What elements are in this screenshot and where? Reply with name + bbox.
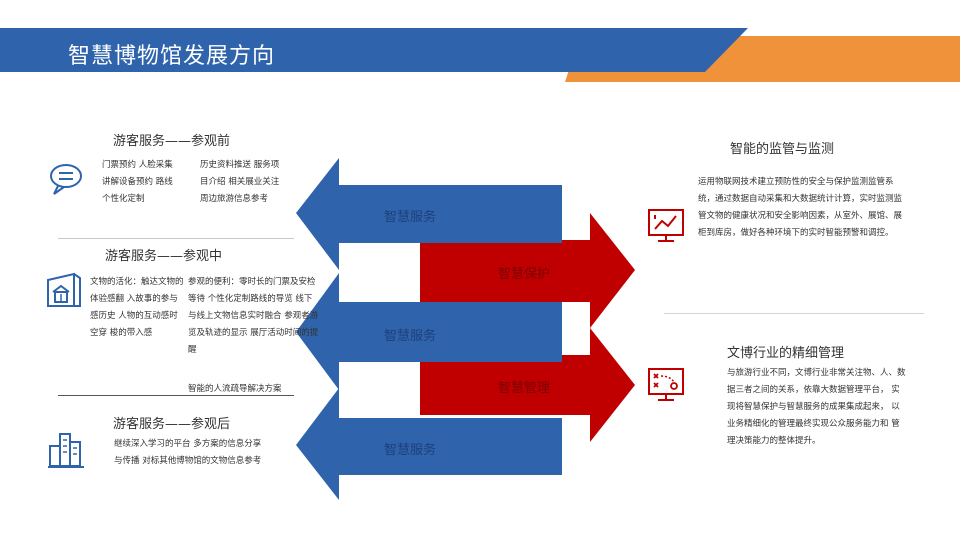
section-title-before: 游客服务——参观前 [113,134,231,149]
divider-1 [58,238,294,239]
strategy-board-icon [648,368,684,401]
blue-arrow-2 [296,273,562,390]
city-buildings-icon [48,433,84,468]
arrow-label-red-1: 智慧保护 [498,267,551,282]
blue-arrow-1 [296,158,562,270]
during-note: 智能的人流疏导解决方案 [188,384,282,394]
during-text-1: 文物的活化：触达文物的体验感翻 入故事的参与感历史 人物的互动感时空穿 梭的带入… [90,277,184,338]
chat-bubbles-icon [50,164,82,195]
section-title-during: 游客服务——参观中 [105,249,223,264]
blue-arrow-3 [296,388,562,500]
page-title: 智慧博物馆发展方向 [68,44,276,69]
arrow-label-blue-2: 智慧服务 [384,329,437,344]
arrow-label-blue-1: 智慧服务 [384,210,437,225]
arrow-label-red-2: 智慧管理 [498,381,551,396]
during-text-2: 参观的便利：零时长的门票及安检等待 个性化定制路线的导览 线下与线上文物信息实时… [188,277,319,355]
before-text-1: 门票预约 人脸采集 讲解设备预约 路线个性化定制 [102,160,173,204]
monitor-chart-icon [648,209,684,242]
museum-building-icon [47,272,81,307]
manage-text: 与旅游行业不同，文博行业非常关注物、人、数据三者之间的关系，依靠大数据管理平台，… [727,368,906,446]
section-title-after: 游客服务——参观后 [113,417,231,432]
before-text-2: 历史资料推送 服务项目介绍 相关展业关注 周边旅游信息参考 [200,160,280,204]
header-banner [0,28,960,82]
after-text: 继续深入学习的平台 多方案的信息分享与传播 对标其他博物馆的文物信息参考 [114,439,262,466]
arrow-label-blue-3: 智慧服务 [384,443,437,458]
divider-2 [58,395,294,396]
section-title-monitor: 智能的监管与监测 [730,142,835,157]
monitor-text: 运用物联网技术建立预防性的安全与保护监测监管系统，通过数据自动采集和大数据统计计… [698,177,903,238]
section-title-manage: 文博行业的精细管理 [727,346,845,361]
divider-3 [664,313,924,314]
